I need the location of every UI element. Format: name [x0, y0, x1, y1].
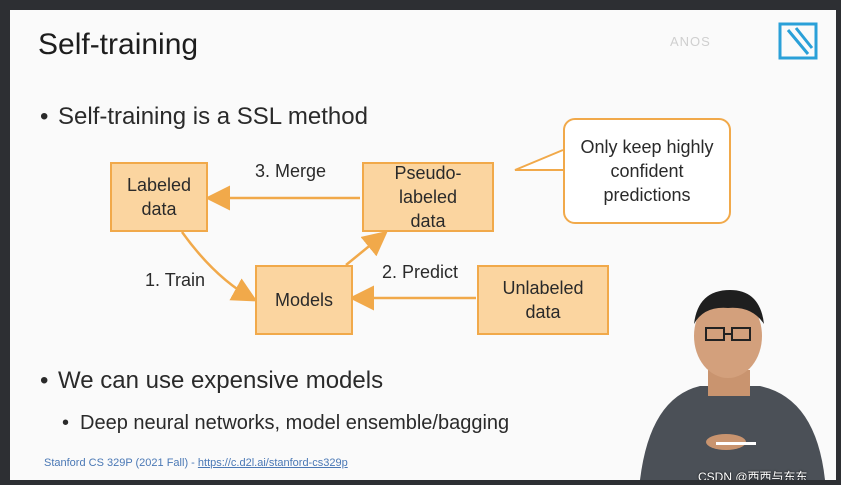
bullet-2-text: We can use expensive models — [58, 367, 384, 394]
footer-link[interactable]: https://c.d2l.ai/stanford-cs329p — [197, 457, 348, 469]
diagram-arrows — [180, 149, 564, 311]
bullet-1: • Self-training is a SSL method — [40, 103, 368, 131]
models-to-pseudo-arrow — [345, 230, 388, 266]
bullet-dot: • — [40, 103, 49, 130]
train-arrow — [180, 231, 258, 302]
footer-course: Stanford CS 329P (2021 Fall) - — [44, 457, 198, 469]
bullet-1-text: Self-training is a SSL method — [58, 103, 368, 130]
presenter-video — [620, 278, 836, 480]
slide-footer: Stanford CS 329P (2021 Fall) - https://c… — [44, 457, 348, 469]
bullet-2: • We can use expensive models — [40, 367, 383, 395]
predict-label: 2. Predict — [382, 262, 459, 282]
sub-bullet-1: • Deep neural networks, model ensemble/ba… — [62, 412, 509, 435]
d2l-logo-icon — [778, 22, 818, 60]
models-box: Models — [255, 265, 353, 335]
slide-title: Self-training — [38, 28, 199, 61]
pseudo-labeled-box: Pseudo-labeled data — [362, 162, 494, 232]
merge-label: 3. Merge — [255, 161, 327, 181]
slide: Self-training ANOS • Self-training is a S… — [10, 10, 836, 480]
csdn-watermark: CSDN @西西与东东 — [698, 470, 808, 480]
bullet-dot: • — [40, 367, 49, 394]
callout-tail — [514, 149, 564, 171]
unlabeled-data-box: Unlabeled data — [477, 265, 609, 335]
train-label: 1. Train — [145, 270, 206, 290]
labeled-data-box: Labeled data — [110, 162, 208, 232]
bullet-dot: • — [62, 412, 70, 434]
logo-text-faint: ANOS — [670, 34, 711, 49]
sub-bullet-1-text: Deep neural networks, model ensemble/bag… — [80, 412, 510, 434]
callout-note: Only keep highly confident predictions — [563, 118, 731, 224]
